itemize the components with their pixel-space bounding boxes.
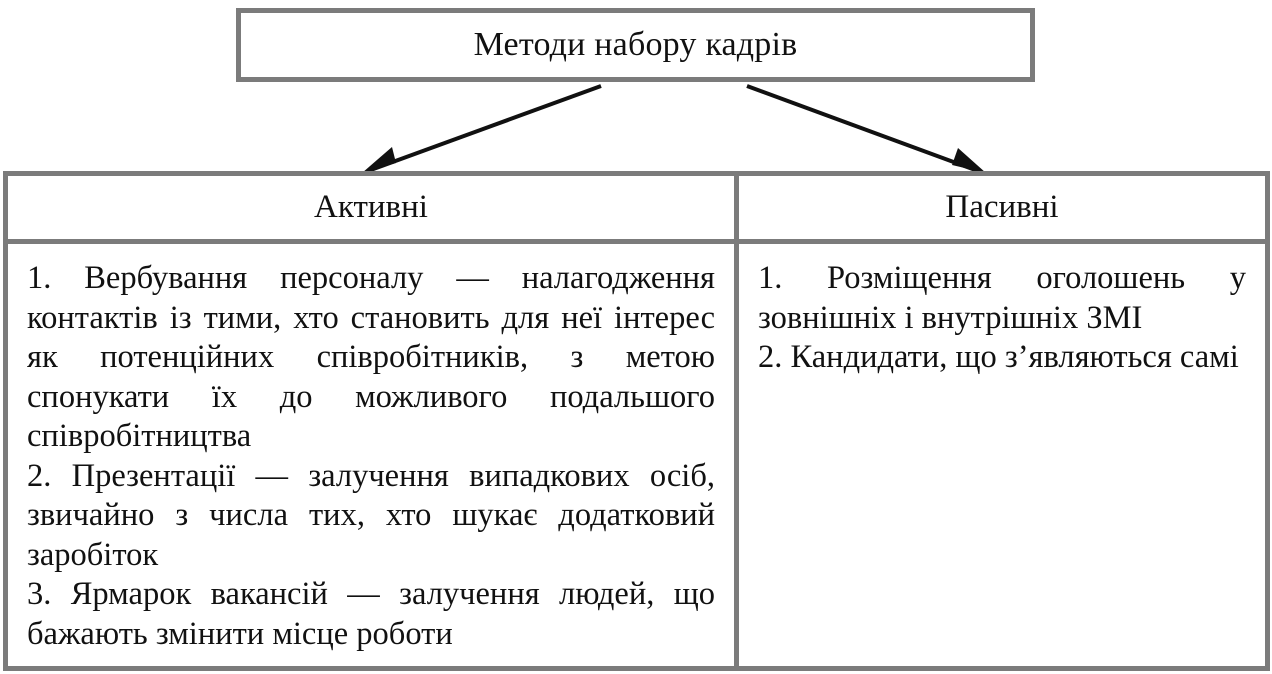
passive-methods-cell: 1. Розміщення оголошень у зовнішніх і вн…: [758, 259, 1246, 378]
arrow-to-passive: [746, 84, 979, 173]
header-active: Активні: [8, 176, 734, 239]
methods-table: [3, 171, 1270, 671]
passive-item-self-applicants: 2. Кандидати, що з’являються самі: [758, 339, 1239, 375]
active-item-presentations: 2. Презентації — залучення випадкових ос…: [27, 457, 715, 573]
header-passive: Пасивні: [739, 176, 1265, 239]
header-active-label: Активні: [314, 189, 428, 225]
arrowhead-active-icon: [362, 147, 396, 173]
arrow-to-active: [367, 84, 602, 173]
table-header-divider: [3, 239, 1270, 244]
diagram-title: Методи набору кадрів: [473, 26, 798, 63]
active-methods-cell: 1. Вербування персоналу — налагодження к…: [27, 259, 715, 654]
arrowhead-passive-icon: [952, 148, 986, 173]
active-item-recruiting: 1. Вербування персоналу — налагодження к…: [27, 260, 715, 454]
passive-item-ads: 1. Розміщення оголошень у зовнішніх і вн…: [758, 260, 1246, 336]
table-column-divider: [734, 171, 739, 671]
active-item-job-fair: 3. Ярмарок вакансій — залучення людей, щ…: [27, 576, 715, 652]
title-box: Методи набору кадрів: [236, 8, 1035, 82]
header-passive-label: Пасивні: [945, 189, 1059, 225]
